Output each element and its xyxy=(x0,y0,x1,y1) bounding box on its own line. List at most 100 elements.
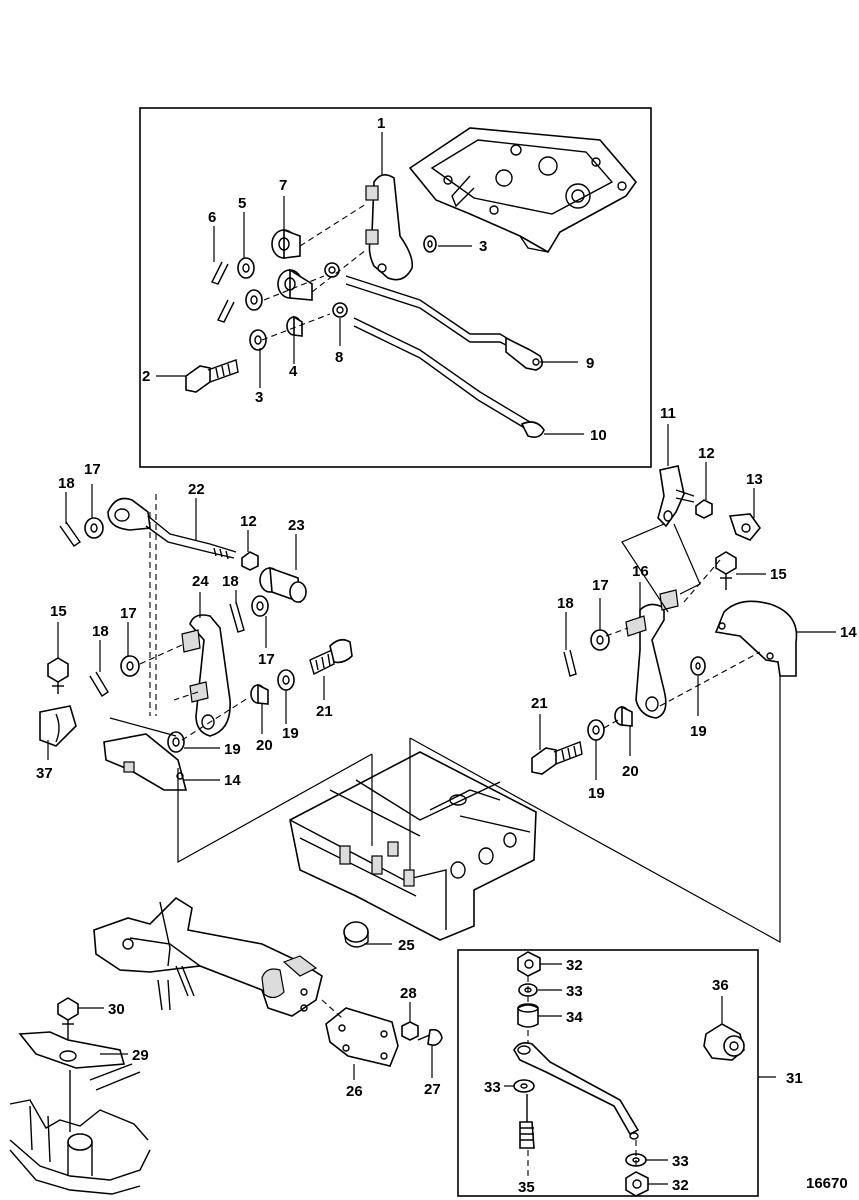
callout-26: 26 xyxy=(346,1083,363,1100)
cotter-pin-18-mid xyxy=(229,601,245,633)
locknut-32-top xyxy=(517,951,541,977)
callout-14-left: 14 xyxy=(224,772,241,789)
callout-25: 25 xyxy=(398,937,415,954)
washer-17-top-left xyxy=(84,517,104,539)
callout-37: 37 xyxy=(36,765,53,782)
callout-3-lower: 3 xyxy=(255,389,263,406)
callout-16: 16 xyxy=(632,563,649,580)
callout-18-left: 18 xyxy=(92,623,109,640)
bracket-14-left xyxy=(103,733,188,791)
callout-29: 29 xyxy=(132,1047,149,1064)
callout-19-right-a: 19 xyxy=(690,723,707,740)
callout-17-right: 17 xyxy=(592,577,609,594)
link-rod-9 xyxy=(345,275,544,371)
washer-3-upper xyxy=(423,235,437,253)
callout-21-right: 21 xyxy=(531,695,548,712)
bushing-34 xyxy=(517,1003,539,1028)
callout-18-top-left: 18 xyxy=(58,475,75,492)
callout-13: 13 xyxy=(746,471,763,488)
callout-5: 5 xyxy=(238,195,246,212)
callout-17-upper-mid: 17 xyxy=(258,651,275,668)
cotter-pin-6 xyxy=(211,261,235,323)
callout-34: 34 xyxy=(566,1009,583,1026)
bushing-20-left xyxy=(250,683,269,705)
callout-21-left: 21 xyxy=(316,703,333,720)
throttle-lever xyxy=(365,174,414,281)
nut-8-upper xyxy=(324,262,340,278)
callout-24: 24 xyxy=(192,573,209,590)
callout-28: 28 xyxy=(400,985,417,1002)
callout-19-left-a: 19 xyxy=(282,725,299,742)
bushing-20-right xyxy=(614,705,633,727)
callout-33-top: 33 xyxy=(566,983,583,1000)
bracket-14-right xyxy=(714,600,798,677)
callout-22: 22 xyxy=(188,481,205,498)
plug-25 xyxy=(343,921,369,948)
washer-19-right-b xyxy=(587,719,605,741)
carburetor-linkage-inset-frame xyxy=(139,107,652,468)
clip-37 xyxy=(39,705,77,747)
nut-28 xyxy=(401,1021,419,1041)
callout-17-mid-left: 17 xyxy=(120,605,137,622)
spacer-bushing-lower xyxy=(277,268,313,301)
callout-20-right: 20 xyxy=(622,763,639,780)
locknut-32-bottom xyxy=(625,1171,649,1197)
diagram-number: 16670 xyxy=(806,1175,848,1192)
callout-19-right-b: 19 xyxy=(588,785,605,802)
bracket-29 xyxy=(18,1031,126,1069)
cotter-pin-18-left xyxy=(89,671,109,697)
stud-35 xyxy=(519,1094,535,1149)
carburetor-body xyxy=(408,127,638,254)
callout-1: 1 xyxy=(377,115,385,132)
lever-16 xyxy=(625,589,679,719)
washer-17-right xyxy=(590,629,610,651)
callout-2: 2 xyxy=(142,368,150,385)
washer-17-upper-mid xyxy=(251,595,269,617)
nut-8-lower xyxy=(332,302,348,318)
nut-12-right xyxy=(695,499,713,519)
bushing-4 xyxy=(286,315,303,337)
bolt-21-right xyxy=(531,741,583,775)
washer-19-left-a xyxy=(277,669,295,691)
callout-10: 10 xyxy=(590,427,607,444)
callout-11: 11 xyxy=(660,405,676,422)
washer-17-mid-left xyxy=(120,655,140,677)
link-rod-kit xyxy=(513,1042,640,1140)
callout-9: 9 xyxy=(586,355,594,372)
callout-36: 36 xyxy=(712,977,729,994)
nut-12-left xyxy=(241,551,259,571)
washer-19-left-b xyxy=(167,731,185,753)
ball-joint-13 xyxy=(728,513,762,541)
washer-lower xyxy=(245,289,263,311)
ball-socket-36 xyxy=(703,1023,745,1061)
callout-8: 8 xyxy=(335,349,343,366)
callout-labels: 1 7 5 6 3 2 3 4 8 9 10 11 12 13 15 14 16… xyxy=(36,115,857,1196)
cotter-pin-18-right xyxy=(563,649,577,677)
bolt-15-left xyxy=(47,657,69,694)
link-rod-22 xyxy=(107,497,237,560)
lever-24 xyxy=(181,614,231,737)
callout-3-upper: 3 xyxy=(479,238,487,255)
callout-6: 6 xyxy=(208,209,216,226)
callout-20-left: 20 xyxy=(256,737,273,754)
washer-33-mid xyxy=(513,1079,535,1093)
callout-14-right: 14 xyxy=(840,624,857,641)
callout-12-right: 12 xyxy=(698,445,715,462)
callout-12-left: 12 xyxy=(240,513,257,530)
screw-27 xyxy=(417,1028,443,1046)
spacer-bushing-7 xyxy=(271,228,301,259)
callout-15-right: 15 xyxy=(770,566,787,583)
callout-33-bottom: 33 xyxy=(672,1153,689,1170)
washer-3-lower xyxy=(249,329,267,351)
callout-4: 4 xyxy=(289,363,298,380)
callout-19-left-b: 19 xyxy=(224,741,241,758)
bolt-15-right xyxy=(715,551,737,590)
callout-32-top: 32 xyxy=(566,957,583,974)
callout-15-left: 15 xyxy=(50,603,67,620)
bolt-30 xyxy=(57,997,79,1040)
bolt-2 xyxy=(185,359,239,393)
callout-27: 27 xyxy=(424,1081,441,1098)
callout-35: 35 xyxy=(518,1179,535,1196)
callout-32-bottom: 32 xyxy=(672,1177,689,1194)
